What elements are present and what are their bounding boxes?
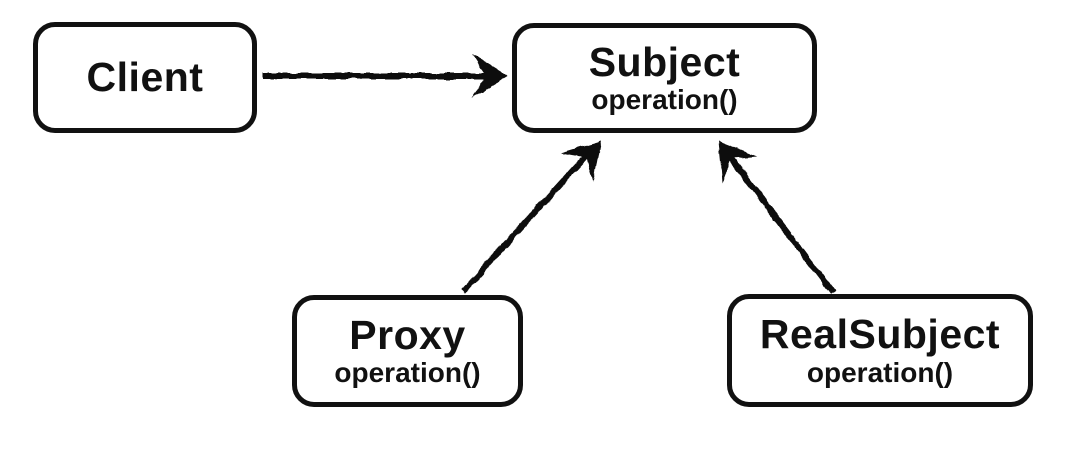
node-realsubject-method: operation(): [806, 356, 954, 388]
arrow-realsubject-to-subject: [700, 127, 836, 295]
arrow-proxy-to-subject: [460, 126, 618, 294]
node-client-label: Client: [86, 54, 204, 101]
node-realsubject: RealSubject operation(): [727, 294, 1033, 407]
node-subject-method: operation(): [591, 84, 738, 116]
node-proxy-method: operation(): [334, 357, 481, 389]
node-subject: Subject operation(): [512, 23, 817, 133]
node-client: Client: [33, 22, 257, 133]
node-realsubject-label: RealSubject: [759, 311, 1001, 358]
node-proxy: Proxy operation(): [292, 295, 523, 407]
node-proxy-label: Proxy: [349, 311, 466, 358]
arrow-client-to-subject: [263, 54, 508, 98]
node-subject-label: Subject: [588, 38, 741, 85]
